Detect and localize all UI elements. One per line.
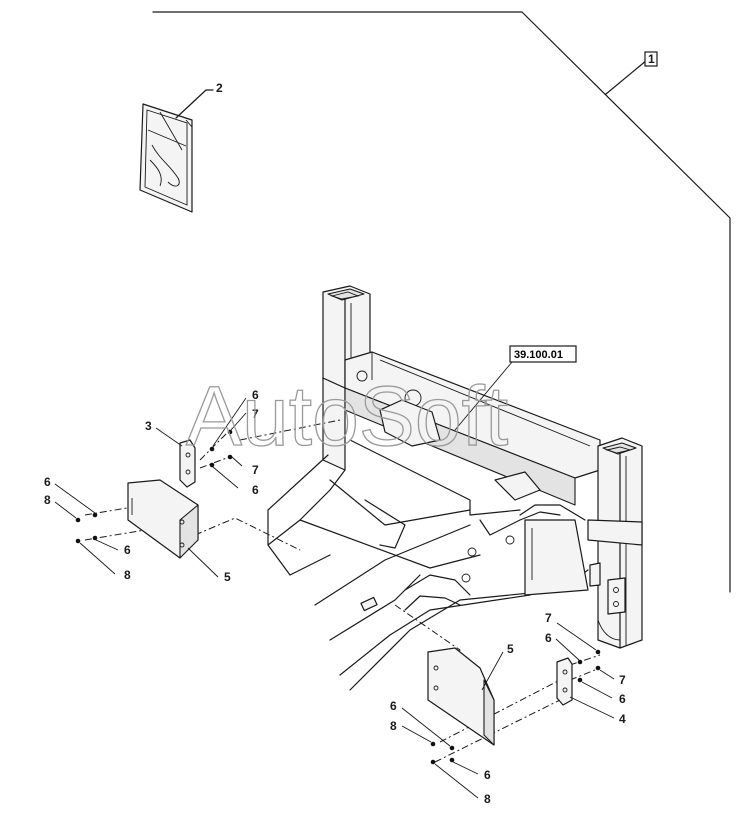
callout-3-label[interactable]: 3 [145, 419, 152, 433]
callout-6-label-e[interactable]: 6 [545, 631, 552, 645]
callout-6-label-f[interactable]: 6 [619, 692, 626, 706]
part-3-bracket-left[interactable] [179, 439, 196, 488]
callout-6-label-g[interactable]: 6 [390, 699, 397, 713]
callout-7-label-a[interactable]: 7 [252, 407, 259, 421]
frame-right-post [587, 437, 643, 649]
part-2-decal-sheet[interactable] [139, 103, 193, 213]
callout-4-label[interactable]: 4 [619, 712, 626, 726]
callout-labels: 3 6 7 7 6 6 8 6 8 5 5 7 6 7 6 4 6 8 6 8 [44, 388, 626, 806]
callout-5-label-a[interactable]: 5 [224, 570, 231, 584]
assembly-boundary-line [152, 11, 731, 593]
callout-2-label[interactable]: 2 [216, 81, 223, 95]
frame-side-rails [267, 439, 589, 691]
watermark-text: AutoSoft [186, 369, 508, 463]
callout-8-label-a[interactable]: 8 [44, 493, 51, 507]
callout-1-label[interactable]: 1 [648, 52, 655, 66]
callout-6-label-c[interactable]: 6 [44, 475, 51, 489]
part-5-guard-right[interactable] [427, 647, 495, 746]
callout-8-label-b[interactable]: 8 [124, 568, 131, 582]
part-4-bracket-right[interactable] [556, 657, 573, 706]
callout-7-label-c[interactable]: 7 [545, 611, 552, 625]
assembly-lines [84, 419, 601, 763]
callout-1-leader [605, 59, 648, 95]
callout-8-label-c[interactable]: 8 [390, 719, 397, 733]
callout-7-label-d[interactable]: 7 [619, 673, 626, 687]
callout-5-label-b[interactable]: 5 [507, 642, 514, 656]
frame-cross-beam [344, 351, 601, 506]
callout-leaders [54, 397, 615, 799]
fastener-dots [75, 429, 601, 765]
reference-label[interactable]: 39.100.01 [514, 349, 563, 361]
callout-6-label-d[interactable]: 6 [124, 543, 131, 557]
callout-2-leader [175, 89, 207, 119]
callout-8-label-d[interactable]: 8 [484, 792, 491, 806]
reference-39-100-01[interactable]: 39.100.01 [454, 345, 577, 431]
callout-6-label-h[interactable]: 6 [484, 768, 491, 782]
callout-6-label-b[interactable]: 6 [252, 483, 259, 497]
callout-7-label-b[interactable]: 7 [252, 463, 259, 477]
callout-6-label-a[interactable]: 6 [252, 388, 259, 402]
callout-1-box[interactable] [644, 51, 658, 67]
part-5-guard-left[interactable] [127, 479, 199, 559]
